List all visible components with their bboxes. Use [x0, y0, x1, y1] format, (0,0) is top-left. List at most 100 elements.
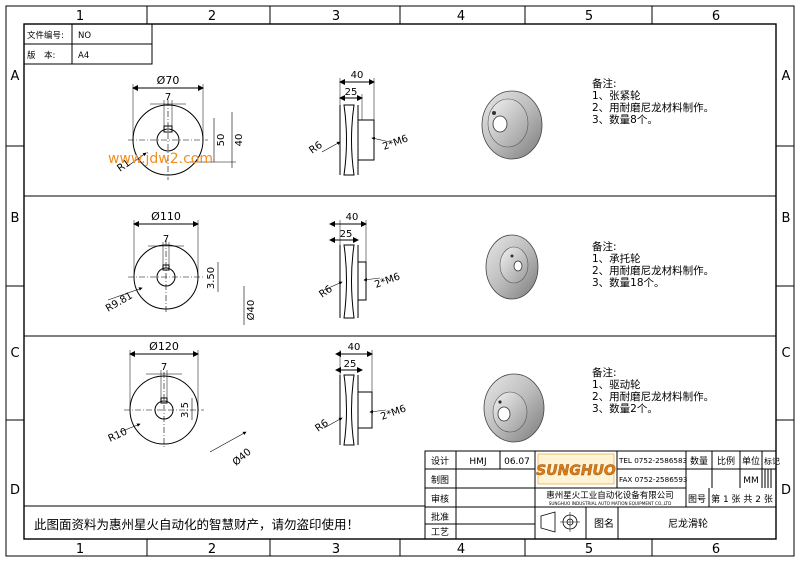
design-date: 06.07 [504, 457, 530, 467]
part-2-notes: 备注: 1、承托轮 2、用耐磨尼龙材料制作。 3、数量18个。 [592, 240, 714, 289]
drawing-label: 制图 [431, 474, 449, 486]
drawing-no-label: 图号 [688, 494, 706, 505]
part-3-note-3: 3、数量2个。 [592, 402, 658, 415]
qty-label: 数量 [690, 455, 708, 467]
name-label: 图名 [594, 517, 614, 530]
part-1-side-hole: 2*M6 [381, 133, 410, 152]
part-2-radius: R9.81 [104, 290, 135, 314]
drawing-name: 尼龙滑轮 [668, 517, 708, 530]
part-3-radius: R10 [107, 426, 129, 444]
part-3-note-2: 2、用耐磨尼龙材料制作。 [592, 390, 714, 403]
part-1-side-radius: R6 [307, 140, 324, 157]
title-block-grid [424, 450, 777, 540]
part-1-side-view [321, 78, 391, 176]
version-value: A4 [78, 51, 89, 61]
row-label-d: D [10, 483, 20, 498]
row-label-c: C [10, 346, 19, 361]
part-2-note-1: 1、承托轮 [592, 252, 641, 265]
part-3-h2: Ø40 [230, 446, 254, 468]
part-2-side-inner: 25 [340, 229, 353, 240]
part-3-notes: 备注: 1、驱动轮 2、用耐磨尼龙材料制作。 3、数量2个。 [592, 366, 714, 415]
part-2-keyway: 7 [163, 234, 169, 245]
part-3-front-view [119, 350, 247, 453]
part-1-side-inner: 25 [345, 87, 358, 98]
col-label-3: 3 [332, 9, 340, 24]
part-1-notes: 备注: 1、张紧轮 2、用耐磨尼龙材料制作。 3、数量8个。 [592, 77, 714, 126]
part-1: Ø70 7 50 40 R1 40 25 R6 2*M6 [108, 70, 714, 180]
part-1-note-2: 2、用耐磨尼龙材料制作。 [592, 101, 714, 114]
approve-label: 批准 [431, 511, 449, 523]
process-label: 工艺 [431, 527, 449, 538]
unit-value: MM [743, 476, 759, 486]
row-label-c-right: C [781, 346, 790, 361]
company-logo: SUNGHUO [536, 453, 616, 485]
part-2-iso-view [485, 234, 539, 300]
doc-number-label: 文件编号: [27, 30, 64, 41]
doc-info-block: 文件编号: NO 版 本: A4 [23, 23, 153, 65]
part-2-h2: Ø40 [245, 300, 257, 321]
unit-label: 单位 [742, 455, 760, 467]
part-3-diameter: Ø120 [149, 340, 179, 353]
part-2: Ø110 7 3.50 Ø40 R9.81 40 25 R6 2*M6 [104, 210, 714, 325]
tel-number: TEL 0752-2586583 [618, 456, 687, 465]
part-3-keyway: 7 [161, 362, 167, 373]
part-1-note-3: 3、数量8个。 [592, 113, 658, 126]
copyright-notice: 此图面资料为惠州星火自动化的智慧财产，请勿盗印使用！ [34, 517, 359, 532]
col-label-6: 6 [712, 9, 720, 24]
part-3-iso-view [483, 373, 545, 443]
part-3-side-hole: 2*M6 [379, 403, 408, 422]
logo-text: SUNGHUO [536, 463, 616, 479]
part-3-side-radius: R6 [313, 418, 330, 435]
part-3-h1: 3.5 [180, 402, 191, 418]
part-2-side-width: 40 [346, 212, 359, 223]
row-label-d-right: D [781, 483, 791, 498]
col-label-4-bottom: 4 [457, 542, 465, 557]
part-2-note-2: 2、用耐磨尼龙材料制作。 [592, 264, 714, 277]
part-3-side-width: 40 [348, 342, 361, 353]
part-1-keyway: 7 [165, 92, 171, 103]
col-label-1: 1 [76, 9, 84, 24]
part-1-note-1: 1、张紧轮 [592, 89, 641, 102]
part-2-note-3: 3、数量18个。 [592, 276, 665, 289]
fax-number: FAX 0752-2586593 [619, 475, 688, 484]
part-2-diameter: Ø110 [151, 210, 181, 223]
scale-label: 比例 [717, 455, 735, 467]
design-label: 设计 [431, 455, 449, 467]
part-2-h1: 3.50 [206, 267, 217, 289]
part-2-notes-title: 备注: [592, 240, 617, 253]
row-label-a: A [11, 69, 20, 84]
part-2-side-view [323, 220, 381, 319]
col-label-1-bottom: 1 [76, 542, 84, 557]
col-label-4: 4 [457, 9, 465, 24]
col-label-5-bottom: 5 [585, 542, 593, 557]
part-1-notes-title: 备注: [592, 77, 617, 90]
part-1-front-view [127, 84, 236, 180]
part-1-diameter: Ø70 [157, 74, 180, 87]
part-1-iso-view [481, 90, 543, 160]
part-1-h1: 50 [216, 134, 227, 147]
part-3-notes-title: 备注: [592, 366, 617, 379]
col-label-5: 5 [585, 9, 593, 24]
row-label-b-right: B [782, 211, 791, 226]
part-1-side-width: 40 [351, 70, 364, 81]
col-label-6-bottom: 6 [712, 542, 720, 557]
mark-label: 标记 [764, 456, 780, 466]
row-label-a-right: A [782, 69, 791, 84]
version-label: 版 本: [27, 50, 55, 61]
col-label-2: 2 [208, 9, 216, 24]
col-label-3-bottom: 3 [332, 542, 340, 557]
part-3: Ø120 7 3.5 Ø40 R10 40 25 R6 2*M6 备注: [107, 340, 715, 468]
part-3-side-view [323, 350, 387, 446]
projection-symbol-icon [540, 511, 580, 533]
part-1-h2: 40 [234, 134, 245, 147]
designer-name: HMJ [469, 457, 486, 467]
row-label-b: B [11, 211, 20, 226]
review-label: 审核 [431, 493, 449, 505]
part-2-front-view [107, 220, 245, 325]
sheet-count: 第 1 张 共 2 张 [711, 493, 773, 505]
watermark: www.jdw2.com [108, 151, 213, 167]
company-name-en: SUNGHUO INDUSTRIAL AUTO MATION EQUIPMENT… [549, 501, 672, 506]
zone-ticks [6, 6, 794, 556]
